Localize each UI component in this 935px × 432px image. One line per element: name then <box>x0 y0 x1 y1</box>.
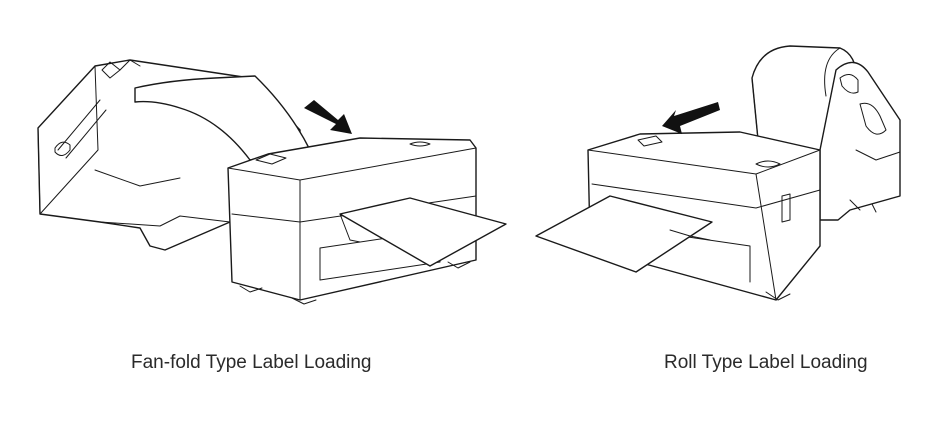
roll-printer-drawing <box>535 45 901 301</box>
roll-arrow-icon <box>662 102 720 134</box>
fanfold-paper-exit <box>339 197 507 267</box>
roll-printer-illustration <box>520 0 935 320</box>
fanfold-printer-drawing <box>37 59 507 305</box>
fanfold-caption: Fan-fold Type Label Loading <box>131 352 372 373</box>
fanfold-arrow-icon <box>304 100 352 134</box>
roll-caption: Roll Type Label Loading <box>664 352 868 373</box>
roll-holder <box>819 61 901 221</box>
fanfold-printer-illustration <box>0 0 520 320</box>
roll-paper-exit <box>535 195 713 273</box>
